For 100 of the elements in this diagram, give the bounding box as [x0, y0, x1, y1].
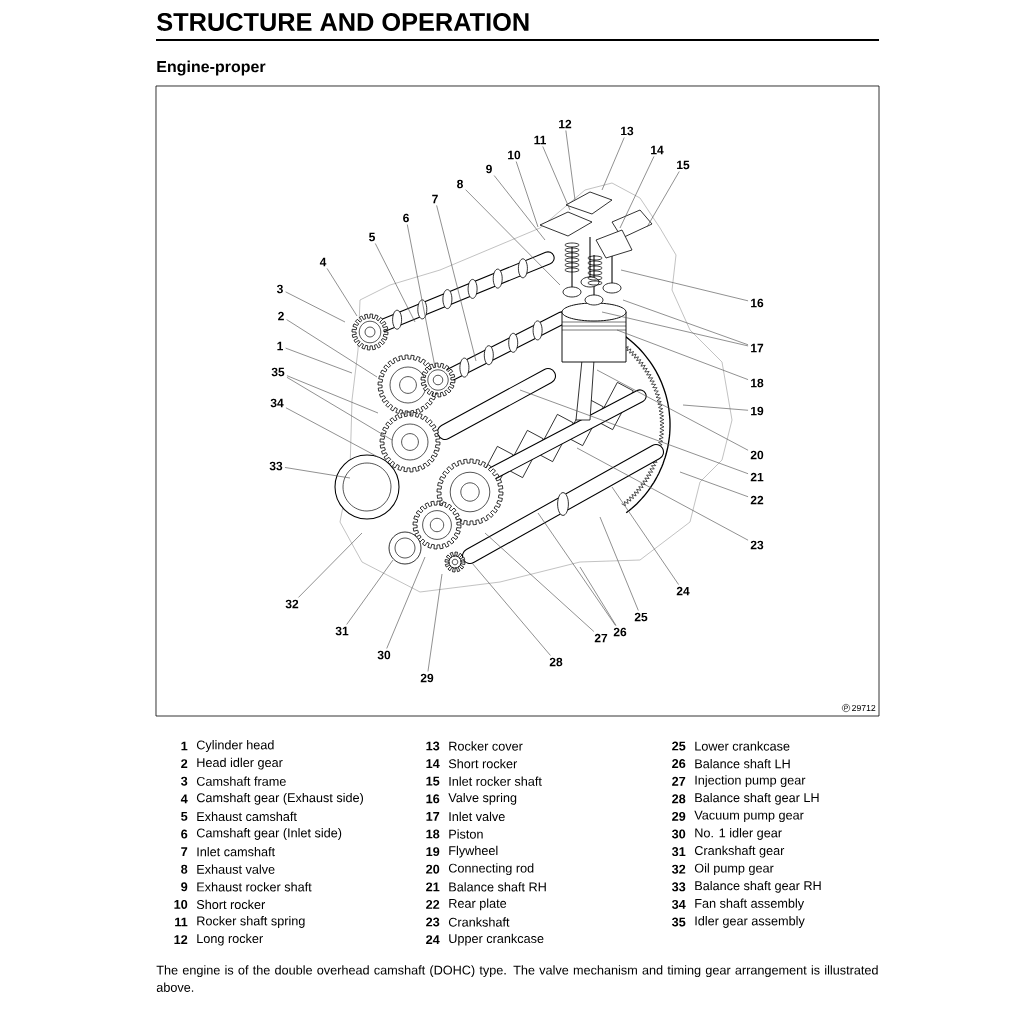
callout-number: 16 — [751, 298, 764, 308]
leader-line — [286, 375, 379, 414]
callout-number: 2 — [278, 311, 284, 321]
part-name: Exhaust valve — [197, 864, 275, 874]
part-number: 27 — [672, 776, 686, 786]
leader-line — [286, 377, 393, 441]
leader-line — [465, 189, 561, 286]
leader-line — [519, 389, 749, 475]
part-number: 21 — [426, 882, 440, 892]
part-name: Balance shaft RH — [449, 882, 546, 892]
part-name: Camshaft gear (Inlet side) — [196, 828, 342, 840]
callout-number: 23 — [750, 540, 764, 550]
callout-number: 20 — [750, 450, 764, 460]
leader-line — [646, 171, 680, 228]
part-number: 11 — [175, 917, 188, 927]
part-number: 7 — [181, 847, 188, 856]
callout-number: 27 — [594, 633, 608, 643]
leader-line — [326, 268, 358, 317]
callout-number: 32 — [285, 599, 299, 609]
part-number: 29 — [672, 811, 686, 821]
part-name: Fan shaft assembly — [695, 898, 805, 911]
leader-line — [611, 486, 679, 585]
part-name: Valve spring — [448, 792, 517, 805]
callout-number: 13 — [621, 126, 634, 136]
part-number: 23 — [426, 917, 440, 927]
part-name: No. 1 idler gear — [695, 828, 782, 840]
figure-code: 29712 — [852, 704, 876, 712]
leader-line — [565, 130, 576, 201]
callout-number: 11 — [534, 135, 546, 145]
part-number: 30 — [671, 829, 686, 839]
part-number: 14 — [426, 759, 440, 768]
callout-number: 30 — [377, 650, 391, 660]
part-number: 17 — [426, 812, 440, 821]
leader-line — [471, 562, 551, 656]
part-name: Upper crankcase — [449, 933, 544, 946]
callout-number: 33 — [269, 461, 283, 471]
callout-number: 8 — [457, 179, 463, 189]
part-name: Rocker shaft spring — [197, 916, 305, 928]
part-name: Cylinder head — [196, 740, 274, 752]
part-name: Oil pump gear — [694, 863, 774, 876]
part-number: 5 — [181, 812, 188, 821]
leader-line — [285, 347, 353, 374]
leader-line — [406, 224, 436, 368]
leader-line — [537, 512, 616, 626]
callout-number: 26 — [613, 627, 627, 637]
part-name: Rear plate — [449, 898, 507, 911]
part-number: 28 — [672, 794, 686, 804]
leader-line — [682, 404, 749, 411]
part-number: 2 — [181, 759, 188, 769]
part-number: 6 — [181, 829, 188, 839]
leader-line — [436, 205, 477, 362]
part-number: 32 — [671, 864, 686, 874]
part-number: 12 — [174, 935, 188, 945]
part-number: 10 — [174, 899, 188, 909]
callout-number: 29 — [420, 673, 434, 683]
callout-number: 9 — [486, 164, 492, 174]
part-name: Camshaft gear (Exhaust side) — [196, 792, 363, 805]
part-number: 24 — [426, 935, 440, 945]
part-name: Camshaft frame — [196, 776, 286, 786]
leader-line — [679, 471, 749, 498]
callout-number: 3 — [276, 284, 283, 294]
part-number: 35 — [671, 917, 686, 927]
callout-number: 18 — [751, 378, 764, 388]
leader-line — [542, 146, 571, 211]
part-number: 1 — [181, 741, 188, 751]
part-number: 19 — [426, 847, 440, 857]
part-name: Head idler gear — [197, 757, 283, 770]
part-name: Crankshaft gear — [694, 845, 785, 858]
part-name: Crankshaft — [448, 917, 510, 927]
callout-number: 28 — [549, 657, 563, 667]
leader-line — [346, 559, 394, 625]
callout-number: 4 — [319, 257, 327, 267]
part-number: 22 — [426, 900, 440, 909]
callout-number: 34 — [270, 398, 284, 408]
leader-line — [601, 311, 749, 347]
part-number: 8 — [181, 864, 188, 874]
callout-number: 17 — [751, 343, 764, 353]
callout-number: 12 — [559, 119, 572, 129]
leader-line — [576, 447, 749, 541]
part-number: 4 — [180, 794, 188, 804]
part-number: 13 — [426, 741, 440, 751]
leader-line — [622, 299, 749, 346]
part-name: Exhaust camshaft — [197, 811, 297, 822]
callout-number: 21 — [750, 472, 764, 482]
part-name: Balance shaft gear RH — [695, 880, 821, 893]
leader-line — [386, 556, 426, 649]
caption-text: The engine is of the double overhead camshaft (DOHC) type. The valve mechanism and timing gear arrangement is illustrated above. — [156, 965, 878, 992]
part-number: 25 — [672, 741, 686, 751]
callout-number: 24 — [676, 586, 690, 596]
part-name: Connecting rod — [448, 863, 534, 876]
part-number: 9 — [181, 882, 188, 892]
leader-line — [616, 329, 749, 380]
leader-line — [579, 566, 617, 626]
callout-number: 19 — [751, 406, 764, 416]
callout-number: 7 — [432, 194, 438, 204]
leader-line — [596, 369, 749, 451]
leader-line — [620, 269, 749, 302]
leader-line — [619, 156, 655, 229]
part-name: Piston — [449, 829, 483, 839]
part-name: Short rocker — [448, 758, 518, 769]
